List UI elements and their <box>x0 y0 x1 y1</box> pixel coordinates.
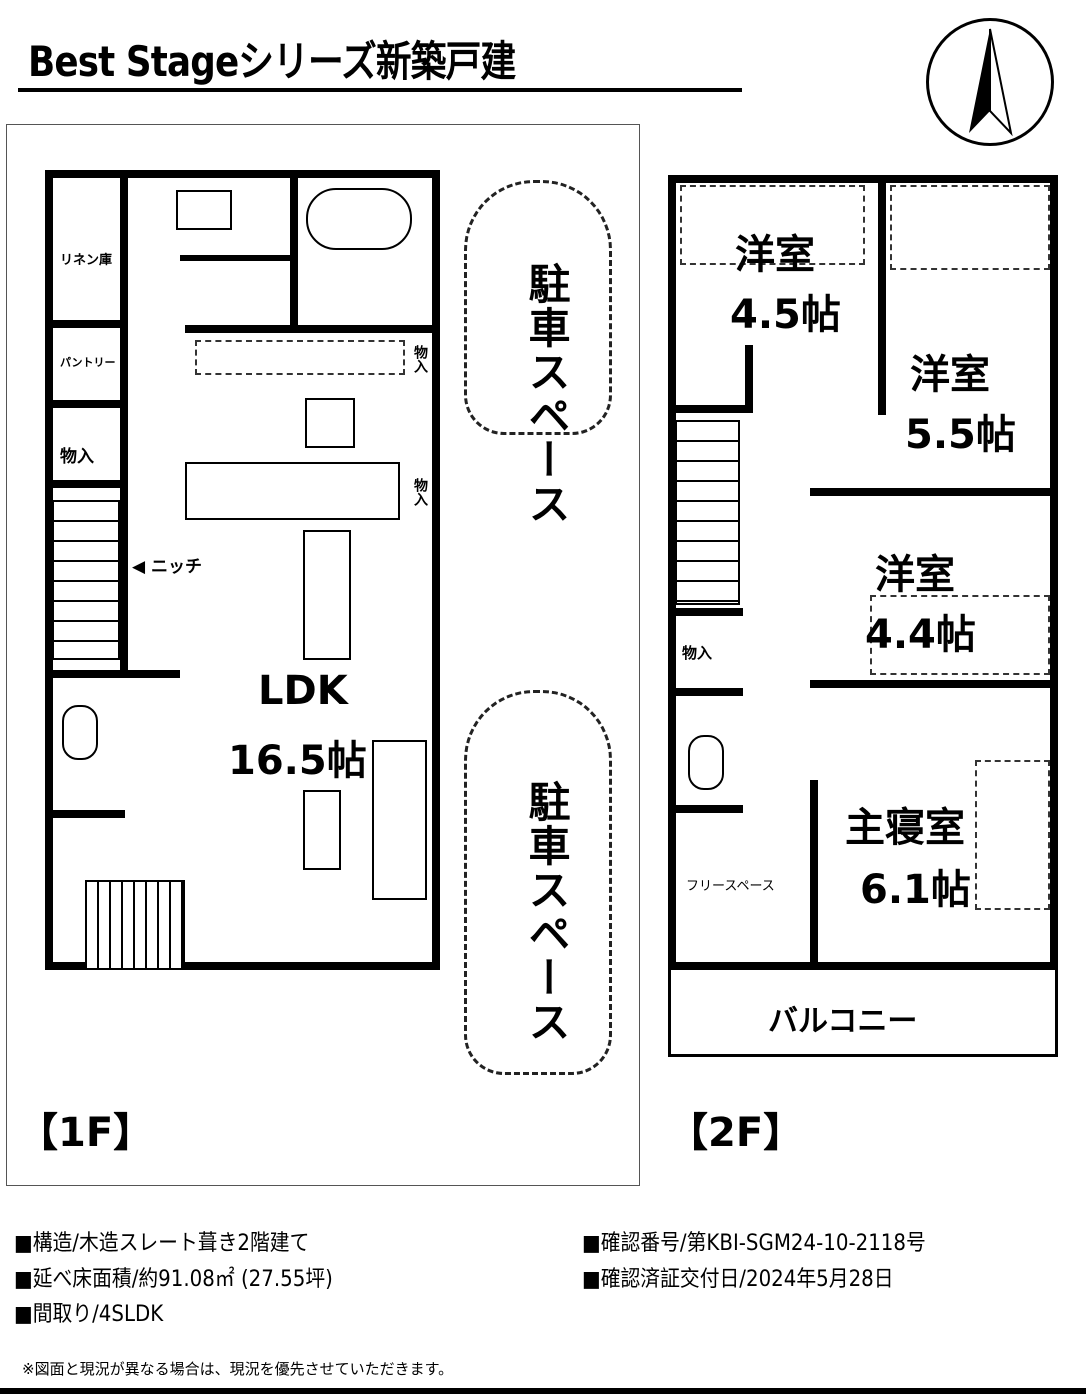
wall <box>45 810 125 818</box>
room-size-master: 6.1帖 <box>860 867 971 913</box>
info-confirmation-date: ■確認済証交付日/2024年5月28日 <box>582 1267 894 1292</box>
bed-outline <box>890 185 1050 270</box>
wall <box>668 688 743 696</box>
wall <box>45 670 180 678</box>
room-size-western-3: 4.4帖 <box>865 612 976 658</box>
room-label-storage: 物入 <box>412 345 428 373</box>
room-size-western-2: 5.5帖 <box>905 412 1016 458</box>
wall <box>45 320 125 328</box>
info-layout: ■間取り/4SLDK <box>14 1302 164 1327</box>
wall <box>668 805 743 813</box>
toilet <box>62 705 98 760</box>
disclaimer-note: ※図面と現況が異なる場合は、現況を優先させていただきます。 <box>22 1360 454 1378</box>
north-arrow-icon <box>926 18 1054 146</box>
wall <box>878 175 886 415</box>
room-size-western-1: 4.5帖 <box>730 292 841 338</box>
bed-outline <box>975 760 1050 910</box>
coffee-table <box>303 790 341 870</box>
room-label-balcony: バルコニー <box>768 1004 918 1039</box>
niche-label: ◀ ニッチ <box>132 557 202 577</box>
fridge <box>305 398 355 448</box>
parking-label: 駐車スペース <box>522 262 571 526</box>
bottom-rule <box>0 1388 1086 1394</box>
wall <box>668 608 743 616</box>
wall <box>810 780 818 970</box>
parking-car-outline <box>464 690 612 1075</box>
kitchen-counter <box>185 462 400 520</box>
dining-table <box>303 530 351 660</box>
room-label-pantry: パントリー <box>60 356 116 369</box>
wall <box>810 680 1058 688</box>
room-label-storage-2f: 物入 <box>682 644 713 662</box>
wall <box>120 170 128 670</box>
room-size-ldk: 16.5帖 <box>228 738 367 784</box>
parking-car-outline <box>464 180 612 435</box>
stairs <box>52 500 120 660</box>
info-confirmation-number: ■確認番号/第KBI-SGM24-10-2118号 <box>582 1231 926 1256</box>
room-label-free-space: フリースペース <box>686 879 775 894</box>
washbasin <box>176 190 232 230</box>
toilet <box>688 735 724 790</box>
wall <box>810 488 1058 496</box>
page-title: Best Stageシリーズ新築戸建 <box>28 37 516 86</box>
info-floor-area: ■延べ床面積/約91.08㎡ (27.55坪) <box>14 1267 333 1292</box>
wall <box>185 325 435 333</box>
room-label-western-3: 洋室 <box>875 552 955 598</box>
wall <box>745 345 753 410</box>
site-boundary <box>6 124 640 1186</box>
parking-label: 駐車スペース <box>522 780 571 1044</box>
bed-outline <box>680 185 865 265</box>
stairs <box>675 420 740 605</box>
floor1-outer-wall <box>45 170 440 970</box>
room-label-storage: 物入 <box>60 447 94 467</box>
room-label-linen: リネン庫 <box>60 253 113 268</box>
room-label-master: 主寝室 <box>845 805 965 851</box>
info-structure: ■構造/木造スレート葺き2階建て <box>14 1231 310 1256</box>
bathtub <box>306 188 412 250</box>
balcony <box>668 965 1058 1057</box>
wall <box>180 255 295 261</box>
wall <box>45 480 125 488</box>
floor-1-label: 【1F】 <box>18 1110 154 1156</box>
room-label-ldk: LDK <box>258 668 348 714</box>
wall <box>45 400 125 408</box>
room-label-storage: 物入 <box>412 478 428 506</box>
title-underline <box>18 88 742 92</box>
entrance-steps <box>85 880 185 970</box>
room-label-western-1: 洋室 <box>735 232 815 278</box>
sofa <box>372 740 427 900</box>
kitchen-cabinet <box>195 340 405 375</box>
wall <box>290 170 298 330</box>
floor-2-label: 【2F】 <box>668 1110 804 1156</box>
bed-outline <box>870 595 1050 675</box>
wall <box>668 405 753 413</box>
room-label-western-2: 洋室 <box>910 352 990 398</box>
